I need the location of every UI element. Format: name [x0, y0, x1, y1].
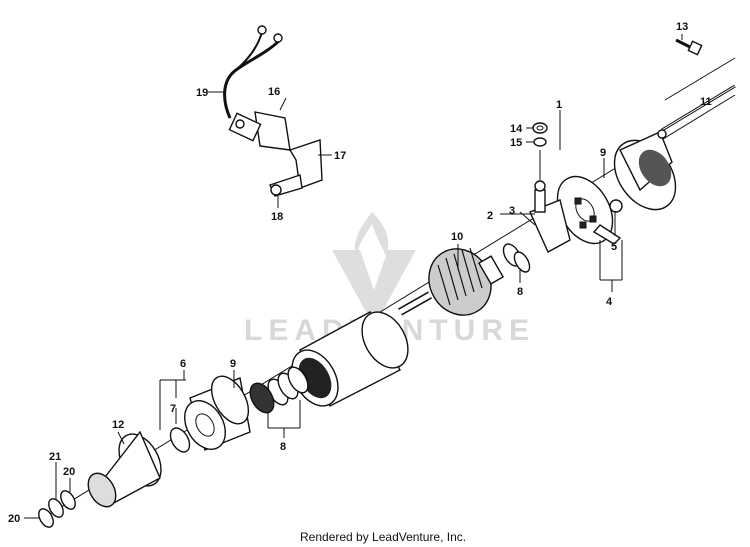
bolt-18: [270, 184, 282, 196]
callout-8-upper: 8: [517, 286, 523, 298]
drive-clutch: [87, 430, 162, 508]
front-housing: [184, 375, 251, 451]
brush-plate: [556, 175, 623, 245]
callout-3: 3: [509, 205, 515, 217]
watermark-logo-icon: [332, 212, 416, 312]
leader-11: [664, 57, 736, 101]
washers-upper: [502, 243, 531, 273]
callout-7: 7: [170, 403, 176, 415]
callout-6: 6: [180, 358, 186, 370]
leader-lines: [24, 34, 683, 519]
callout-10: 10: [451, 231, 463, 243]
footer-credit: Rendered by LeadVenture, Inc.: [300, 530, 466, 544]
callout-11: 11: [700, 96, 712, 108]
yoke-housing: [291, 311, 409, 407]
callout-15: 15: [510, 137, 522, 149]
screw-13: [675, 38, 703, 56]
rings-lower: [267, 366, 309, 406]
callout-2: 2: [487, 210, 493, 222]
callout-17: 17: [334, 150, 346, 162]
nut-14: [532, 122, 548, 134]
callout-9-upper: 9: [600, 147, 606, 159]
washer-15: [533, 137, 547, 147]
callout-19: 19: [196, 87, 208, 99]
callout-14: 14: [510, 123, 523, 135]
callout-4: 4: [606, 296, 613, 308]
callout-13: 13: [676, 21, 688, 33]
through-bolt: [661, 84, 736, 132]
callout-16: 16: [268, 86, 280, 98]
brush-holder: [529, 180, 571, 253]
wire-harness: [223, 25, 283, 119]
armature: [398, 247, 505, 316]
callouts: 1 2 3 4 5 6 7 8 8 8 9 9 10 11 12 13 14 1…: [8, 21, 712, 525]
washers-20-21: [38, 490, 76, 528]
callout-9-lower: 9: [230, 358, 236, 370]
callout-5: 5: [611, 241, 617, 253]
callout-20-upper: 20: [63, 466, 75, 478]
callout-18: 18: [271, 211, 283, 223]
callout-12: 12: [112, 419, 124, 431]
starter-solenoid: [228, 111, 291, 151]
callout-8-lower: 8: [280, 441, 286, 453]
planetary-gear: [249, 382, 275, 414]
o-ring-7: [169, 427, 191, 453]
callout-20-lower: 20: [8, 513, 20, 525]
callout-21: 21: [49, 451, 61, 463]
rear-end-cover: [613, 129, 677, 211]
callout-1: 1: [556, 99, 562, 111]
